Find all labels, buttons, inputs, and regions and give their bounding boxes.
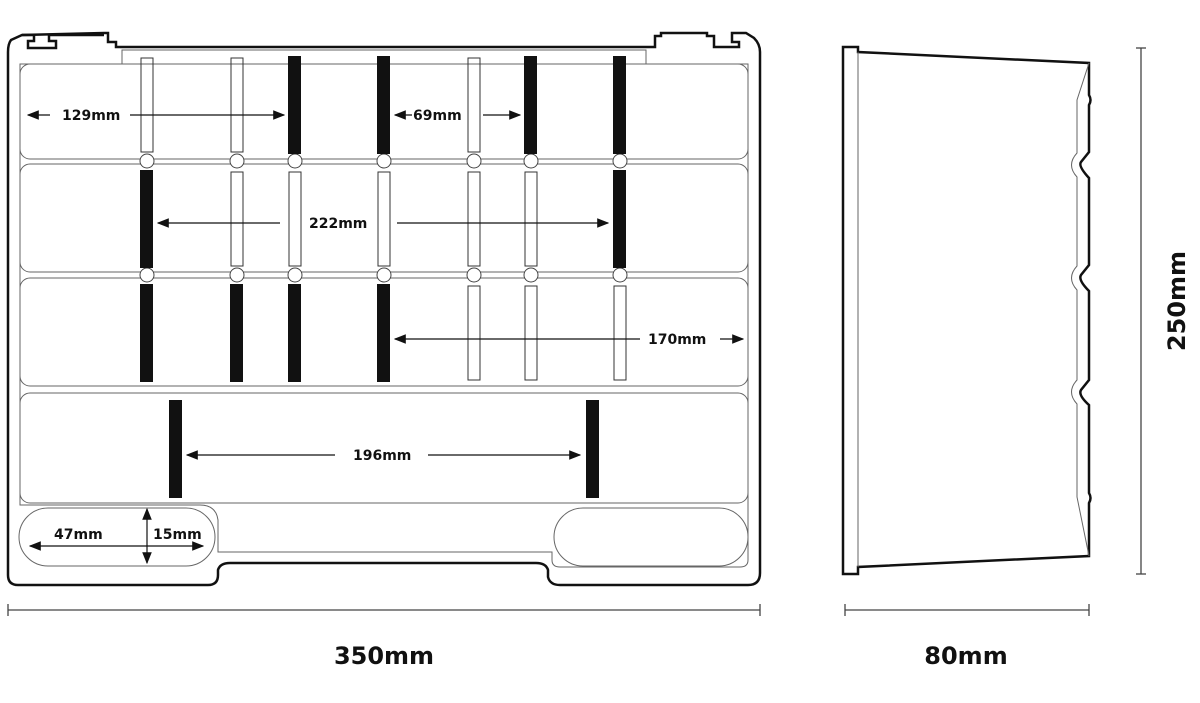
bottom-pocket-left: [18, 507, 216, 567]
dimension-label-height: 250mm: [1163, 251, 1191, 351]
organizer-side-profile: [841, 45, 1092, 576]
bottom-pocket-right: [553, 507, 749, 567]
dimension-label-depth: 80mm: [924, 642, 1007, 670]
dimension-label-129mm: 129mm: [62, 108, 120, 124]
divider-slots: [140, 57, 627, 381]
dimension-label-170mm: 170mm: [648, 332, 706, 348]
organizer-outer-shell: [6, 31, 762, 587]
compartment-row-2: [19, 163, 749, 273]
dimension-label-69mm: 69mm: [413, 108, 462, 124]
compartment-row-4: [19, 392, 749, 504]
dimension-label-width: 350mm: [334, 642, 434, 670]
dimension-label-222mm: 222mm: [309, 216, 367, 232]
dimension-label-15mm: 15mm: [153, 527, 202, 543]
inserted-dividers: [140, 56, 626, 498]
dimension-label-196mm: 196mm: [353, 448, 411, 464]
dimension-label-47mm: 47mm: [54, 527, 103, 543]
organizer-inner-rim: [19, 49, 749, 568]
divider-joints: [139, 153, 628, 283]
